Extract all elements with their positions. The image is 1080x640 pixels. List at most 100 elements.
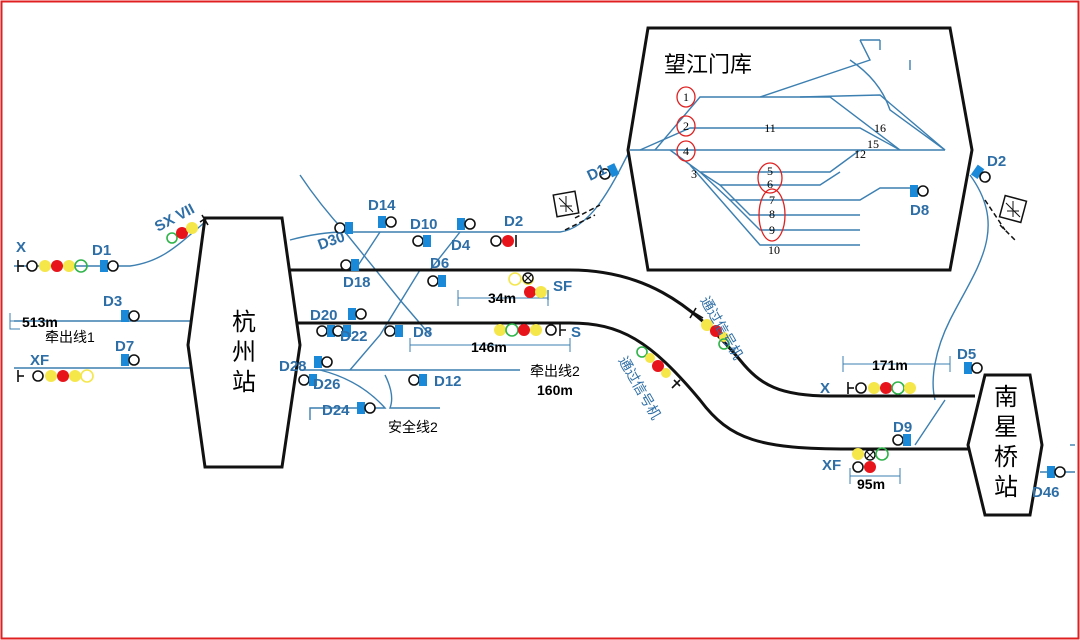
yard-track-1: 1 <box>683 90 689 104</box>
distance-34m: 34m <box>488 290 516 306</box>
signal-s[interactable] <box>494 323 566 337</box>
level-crossing-left <box>552 190 601 231</box>
label-d1-right: D1 <box>585 161 610 185</box>
distance-labels: 513m 34m 146m 160m 171m 95m <box>22 290 908 492</box>
hangzhou-station-block <box>186 216 302 469</box>
yard-track-12: 12 <box>854 147 866 161</box>
label-d7: D7 <box>115 338 134 355</box>
distance-171m: 171m <box>872 357 908 373</box>
label-d28: D28 <box>279 358 307 375</box>
label-d22: D22 <box>340 328 368 345</box>
yard-track-7: 7 <box>769 193 775 207</box>
shunt-signal-d24[interactable] <box>356 401 376 415</box>
shunt-signal-d8-depot[interactable] <box>909 184 929 198</box>
station-name-hangzhou: 杭 州 站 <box>232 308 256 396</box>
shunt-signal-d5[interactable] <box>963 361 983 375</box>
label-d8-depot: D8 <box>910 202 929 219</box>
label-d4: D4 <box>451 237 471 254</box>
label-d1-left: D1 <box>92 242 111 259</box>
label-sf: SF <box>553 278 572 295</box>
yard-track-9: 9 <box>769 223 775 237</box>
track-name-labels: 牵出线1 牵出线2 安全线2 <box>45 329 580 435</box>
shunt-signal-d14[interactable] <box>377 215 397 229</box>
yard-track-16: 16 <box>874 121 886 135</box>
shunt-signal-d6[interactable] <box>427 274 447 288</box>
level-crossing-right <box>984 194 1028 241</box>
shunt-signal-d3[interactable] <box>120 309 140 323</box>
label-d2-right: D2 <box>987 153 1006 170</box>
signal-x-left[interactable] <box>17 259 88 273</box>
label-d18: D18 <box>343 274 371 291</box>
label-x-left: X <box>16 239 26 256</box>
nanxingqiao-char-3: 桥 <box>994 443 1018 471</box>
signal-sxvii[interactable] <box>166 214 209 244</box>
yard-track-15: 15 <box>867 137 879 151</box>
dimension-lines <box>9 290 951 484</box>
yard-track-5: 5 <box>767 164 773 178</box>
label-d2-left: D2 <box>504 213 523 230</box>
label-d46: D46 <box>1032 484 1060 501</box>
yard-track-3: 3 <box>691 167 697 181</box>
label-d10: D10 <box>410 216 438 233</box>
main-lines <box>290 268 975 451</box>
label-d3: D3 <box>103 293 122 310</box>
depot-block <box>626 26 974 272</box>
label-x-right: X <box>820 380 830 397</box>
shunt-signal-d10-b[interactable] <box>456 217 476 231</box>
shunt-signal-d7[interactable] <box>120 353 140 367</box>
distance-513m: 513m <box>22 314 58 330</box>
yard-track-6: 6 <box>767 177 773 191</box>
label-d14: D14 <box>368 197 396 214</box>
hangzhou-char-1: 杭 <box>232 308 256 336</box>
shunt-signal-d1-left[interactable] <box>99 259 119 273</box>
nanxingqiao-char-4: 站 <box>994 473 1018 501</box>
yard-track-labels: 1 2 4 3 11 16 15 12 5 6 7 8 9 10 <box>683 90 886 257</box>
label-xf-right: XF <box>822 457 841 474</box>
label-d8-left: D8 <box>413 324 432 341</box>
yard-track-10: 10 <box>768 243 780 257</box>
station-name-nanxingqiao: 南 星 桥 站 <box>994 383 1018 501</box>
hangzhou-char-3: 站 <box>232 368 256 396</box>
label-d26: D26 <box>313 376 341 393</box>
signal-d2-left[interactable] <box>490 235 517 247</box>
shunt-signal-d46[interactable] <box>1046 465 1066 479</box>
label-xf-left: XF <box>30 352 49 369</box>
label-d9: D9 <box>893 419 912 436</box>
shunt-signal-d12[interactable] <box>408 373 428 387</box>
nanxingqiao-char-1: 南 <box>994 383 1018 411</box>
label-d12: D12 <box>434 373 462 390</box>
shunt-signal-d10-a[interactable] <box>412 234 432 248</box>
shunt-signal-d20[interactable] <box>347 307 367 321</box>
label-d20: D20 <box>310 307 338 324</box>
yard-track-8: 8 <box>769 207 775 221</box>
label-d24: D24 <box>322 402 350 419</box>
track-pull-out-1: 牵出线1 <box>45 329 95 345</box>
label-d6: D6 <box>430 255 449 272</box>
yard-track-2: 2 <box>683 119 689 133</box>
distance-95m: 95m <box>857 476 885 492</box>
signal-xf-left[interactable] <box>17 369 94 383</box>
signal-sf[interactable] <box>508 272 547 298</box>
label-d5: D5 <box>957 346 976 363</box>
pass-signal-lower[interactable] <box>636 346 681 389</box>
signal-x-right[interactable] <box>847 381 916 395</box>
nanxingqiao-station-block <box>966 373 1044 517</box>
depot-track-markers <box>676 86 786 242</box>
nanxingqiao-char-2: 星 <box>994 413 1018 441</box>
label-d30: D30 <box>316 228 348 253</box>
label-s: S <box>571 324 581 341</box>
yard-track-4: 4 <box>683 144 689 158</box>
distance-146m: 146m <box>471 339 507 355</box>
shunt-signal-d28[interactable] <box>313 355 333 369</box>
depot-title: 望江门库 <box>664 53 752 78</box>
hangzhou-char-2: 州 <box>232 338 256 366</box>
shunt-signal-d8-left[interactable] <box>384 324 404 338</box>
track-safety-line-2: 安全线2 <box>388 419 438 435</box>
pass-signal-upper[interactable] <box>689 307 730 350</box>
distance-160m: 160m <box>537 382 573 398</box>
signal-xf-right[interactable] <box>852 447 889 473</box>
yard-track-11: 11 <box>764 121 776 135</box>
